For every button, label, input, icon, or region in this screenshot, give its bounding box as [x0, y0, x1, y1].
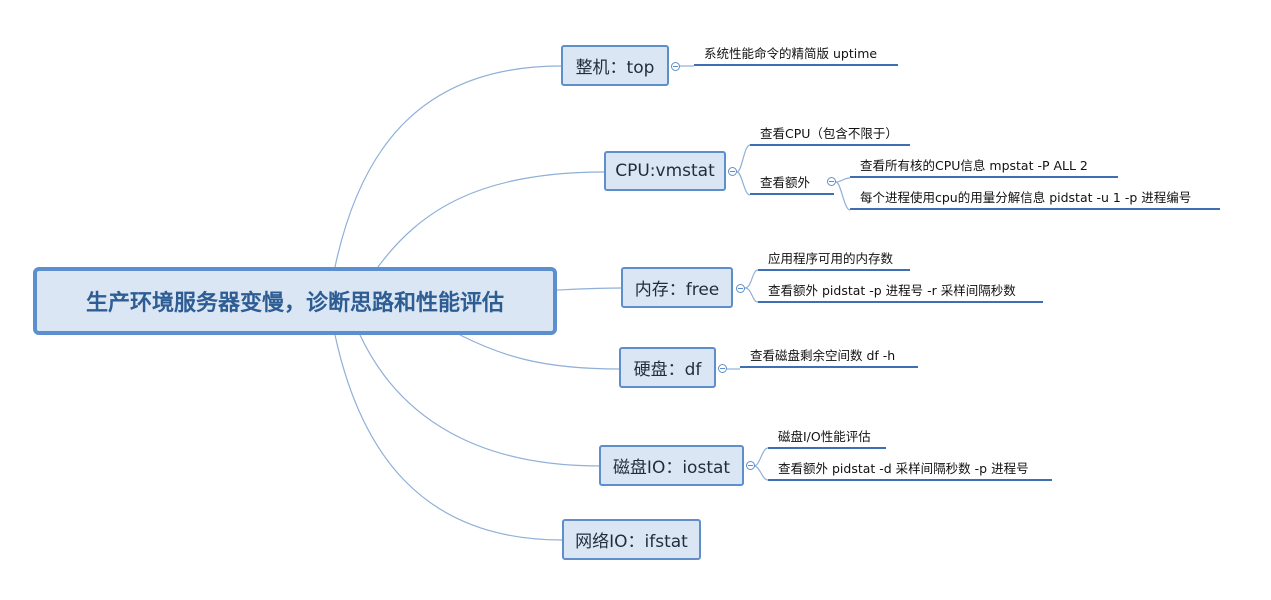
- collapse-toggle-icon[interactable]: [746, 461, 755, 470]
- link-root-iostat: [359, 334, 600, 467]
- leaf-cpu-view[interactable]: 查看CPU（包含不限于）: [750, 125, 910, 146]
- link-root-top: [334, 65, 562, 268]
- leaf-pidstat-io-label: 查看额外 pidstat -d 采样间隔秒数 -p 进程号: [778, 461, 1029, 476]
- collapse-toggle-icon[interactable]: [728, 167, 737, 176]
- branch-top[interactable]: 整机：top: [561, 45, 669, 86]
- branch-vmstat[interactable]: CPU:vmstat: [604, 151, 726, 191]
- branch-iostat[interactable]: 磁盘IO：iostat: [599, 445, 744, 486]
- branch-vmstat-label: CPU:vmstat: [615, 161, 715, 181]
- link-root-ifstat: [334, 334, 563, 541]
- collapse-toggle-icon[interactable]: [827, 177, 836, 186]
- branch-df-label: 硬盘：df: [633, 360, 702, 380]
- root-topic-label: 生产环境服务器变慢，诊断思路和性能评估: [85, 291, 504, 316]
- link-root-df: [459, 334, 620, 370]
- leaf-df-h-label: 查看磁盘剩余空间数 df -h: [750, 348, 896, 363]
- leaf-pidstat-cpu[interactable]: 每个进程使用cpu的用量分解信息 pidstat -u 1 -p 进程编号: [850, 189, 1220, 210]
- leaf-cpu-extra[interactable]: 查看额外: [750, 174, 834, 195]
- collapse-toggle-icon[interactable]: [671, 62, 680, 71]
- leaf-mpstat[interactable]: 查看所有核的CPU信息 mpstat -P ALL 2: [850, 157, 1118, 178]
- leaf-pidstat-io[interactable]: 查看额外 pidstat -d 采样间隔秒数 -p 进程号: [768, 460, 1052, 481]
- branch-df[interactable]: 硬盘：df: [619, 347, 716, 388]
- leaf-io-eval-label: 磁盘I/O性能评估: [778, 429, 871, 444]
- leaf-df-h[interactable]: 查看磁盘剩余空间数 df -h: [740, 347, 918, 368]
- leaf-io-eval[interactable]: 磁盘I/O性能评估: [768, 428, 886, 449]
- leaf-pidstat-memory[interactable]: 查看额外 pidstat -p 进程号 -r 采样间隔秒数: [758, 282, 1043, 303]
- root-topic[interactable]: 生产环境服务器变慢，诊断思路和性能评估: [33, 267, 557, 335]
- branch-ifstat-label: 网络IO：ifstat: [575, 532, 688, 552]
- leaf-uptime-label: 系统性能命令的精简版 uptime: [704, 46, 878, 61]
- collapse-toggle-icon[interactable]: [736, 284, 745, 293]
- branch-iostat-label: 磁盘IO：iostat: [612, 458, 731, 478]
- leaf-uptime[interactable]: 系统性能命令的精简版 uptime: [694, 45, 898, 66]
- branch-ifstat[interactable]: 网络IO：ifstat: [562, 519, 701, 560]
- collapse-toggle-icon[interactable]: [718, 364, 727, 373]
- leaf-cpu-extra-label: 查看额外: [760, 175, 811, 190]
- branch-free[interactable]: 内存：free: [621, 267, 733, 308]
- leaf-available-memory-label: 应用程序可用的内存数: [768, 251, 894, 266]
- leaf-pidstat-memory-label: 查看额外 pidstat -p 进程号 -r 采样间隔秒数: [768, 283, 1016, 298]
- leaf-mpstat-label: 查看所有核的CPU信息 mpstat -P ALL 2: [860, 158, 1088, 173]
- leaf-cpu-view-label: 查看CPU（包含不限于）: [760, 126, 898, 141]
- leaf-pidstat-cpu-label: 每个进程使用cpu的用量分解信息 pidstat -u 1 -p 进程编号: [860, 190, 1192, 205]
- branch-top-label: 整机：top: [575, 58, 655, 78]
- link-root-cpu: [377, 171, 605, 268]
- branch-free-label: 内存：free: [634, 280, 720, 300]
- leaf-available-memory[interactable]: 应用程序可用的内存数: [758, 250, 910, 271]
- link-root-free: [556, 287, 622, 291]
